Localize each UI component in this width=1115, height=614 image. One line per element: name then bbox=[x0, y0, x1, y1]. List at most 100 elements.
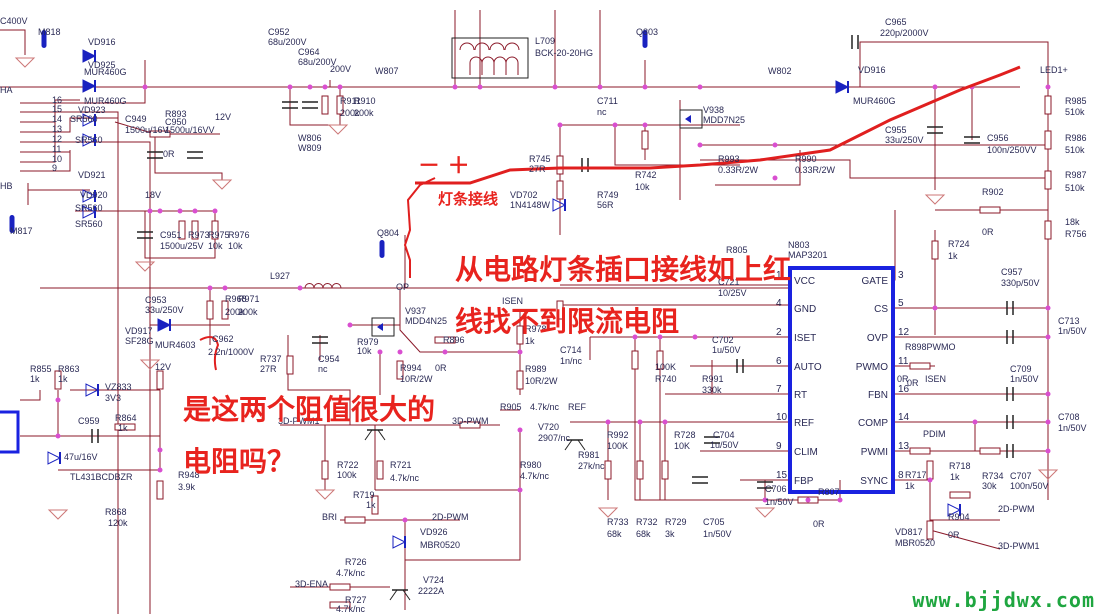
wire bbox=[405, 430, 521, 561]
wire bbox=[20, 141, 151, 614]
component-label: 1n/50V bbox=[1058, 423, 1087, 433]
component-label: R717 bbox=[905, 470, 927, 480]
component-label: 1n/nc bbox=[560, 356, 583, 366]
component-label: C959 bbox=[78, 416, 100, 426]
resistor-symbol bbox=[329, 601, 351, 609]
ic-pin-name-fbp: FBP bbox=[794, 476, 814, 487]
transformer-winding bbox=[504, 42, 520, 51]
component-label: 13 bbox=[52, 124, 62, 134]
component-label: C702 bbox=[712, 335, 734, 345]
junction-node bbox=[632, 334, 638, 340]
component-label: 0.33R/2W bbox=[795, 165, 836, 175]
component-label: BCK-20-20HG bbox=[535, 48, 593, 58]
wire bbox=[715, 150, 801, 186]
component-label: OP bbox=[396, 282, 409, 292]
component-label: 3k bbox=[665, 529, 675, 539]
resistor-symbol bbox=[516, 370, 524, 390]
diode-symbol bbox=[82, 205, 97, 219]
component-label: R979 bbox=[357, 337, 379, 347]
resistor-symbol bbox=[516, 325, 524, 345]
wire bbox=[20, 117, 118, 133]
component-label: 16 bbox=[52, 95, 62, 105]
component-label: 2222A bbox=[418, 586, 444, 596]
junction-node bbox=[697, 142, 703, 148]
component-label: 100K bbox=[607, 441, 628, 451]
ground-icon bbox=[597, 507, 619, 518]
wire bbox=[20, 390, 41, 401]
resistor-symbol bbox=[156, 370, 164, 390]
component-label: 10R/2W bbox=[400, 374, 433, 384]
diode-symbol bbox=[157, 318, 172, 332]
component-label: 0R bbox=[813, 519, 825, 529]
component-label: C962 bbox=[212, 334, 234, 344]
component-label: 9 bbox=[52, 163, 57, 173]
resistor-symbol bbox=[376, 460, 384, 480]
component-label: C707 bbox=[1010, 471, 1032, 481]
component-label: R726 bbox=[345, 557, 367, 567]
junction-node bbox=[697, 84, 703, 90]
wire bbox=[20, 111, 119, 614]
transformer-winding bbox=[481, 56, 495, 75]
junction-node bbox=[597, 84, 603, 90]
component-label: VZ833 bbox=[105, 382, 132, 392]
ground-icon bbox=[924, 194, 946, 205]
component-label: 14 bbox=[52, 114, 62, 124]
resistor-symbol bbox=[926, 460, 934, 480]
resistor-symbol bbox=[156, 480, 164, 500]
component-label: C704 bbox=[713, 430, 735, 440]
wire bbox=[893, 479, 1000, 521]
component-label: SR560 bbox=[75, 219, 103, 229]
ic-pin-name-gnd: GND bbox=[794, 304, 816, 315]
component-label: R718 bbox=[949, 461, 971, 471]
ic-pin-number: 15 bbox=[776, 470, 788, 481]
component-label: Q804 bbox=[377, 228, 399, 238]
resistor-symbol bbox=[556, 300, 564, 320]
wire bbox=[0, 29, 26, 55]
component-label: 10k bbox=[635, 182, 650, 192]
component-label: SR560 bbox=[75, 203, 103, 213]
component-label: MUR460G bbox=[84, 67, 127, 77]
component-label: R756 bbox=[1065, 229, 1087, 239]
ic-n803-body bbox=[788, 266, 895, 494]
resistor-symbol bbox=[178, 220, 186, 240]
resistor-symbol bbox=[149, 130, 171, 138]
connector-pin-icon bbox=[41, 30, 47, 48]
resistor-symbol bbox=[641, 130, 649, 150]
component-label: R971 bbox=[238, 294, 260, 304]
ground-icon bbox=[327, 124, 349, 135]
component-label: C957 bbox=[1001, 267, 1023, 277]
ground-icon bbox=[754, 507, 776, 518]
connector-pin-icon bbox=[642, 30, 648, 48]
component-label: R742 bbox=[635, 170, 657, 180]
component-label: 1n/50V bbox=[1010, 374, 1039, 384]
inductor-coil bbox=[331, 283, 342, 289]
junction-node bbox=[157, 447, 163, 453]
component-label: 10/25V bbox=[718, 288, 747, 298]
component-label: 3.9k bbox=[178, 482, 196, 492]
wire bbox=[20, 120, 56, 163]
component-label: R864 bbox=[115, 413, 137, 423]
component-label: 1u/50V bbox=[712, 345, 741, 355]
component-label: R719 bbox=[353, 490, 375, 500]
component-label: 1500u/16V bbox=[125, 125, 169, 135]
component-label: 0R bbox=[897, 374, 909, 384]
component-label: L709 bbox=[535, 36, 555, 46]
transformer-winding bbox=[459, 42, 475, 51]
component-label: L927 bbox=[270, 271, 290, 281]
component-label: R990 bbox=[795, 154, 817, 164]
resistor-symbol bbox=[286, 355, 294, 375]
mosfet-symbol bbox=[679, 109, 703, 129]
component-label: R863 bbox=[58, 364, 80, 374]
junction-node bbox=[772, 175, 778, 181]
junction-node bbox=[207, 285, 213, 291]
component-label: 12V bbox=[155, 362, 171, 372]
component-label: 510k bbox=[1065, 107, 1085, 117]
resistor-symbol bbox=[321, 95, 329, 115]
component-label: 47u/16V bbox=[64, 452, 98, 462]
component-label: MBR0520 bbox=[420, 540, 460, 550]
component-label: R992 bbox=[607, 430, 629, 440]
junction-node bbox=[142, 84, 148, 90]
component-label: V720 bbox=[538, 422, 559, 432]
junction-node bbox=[642, 84, 648, 90]
component-label: R896 bbox=[443, 335, 465, 345]
